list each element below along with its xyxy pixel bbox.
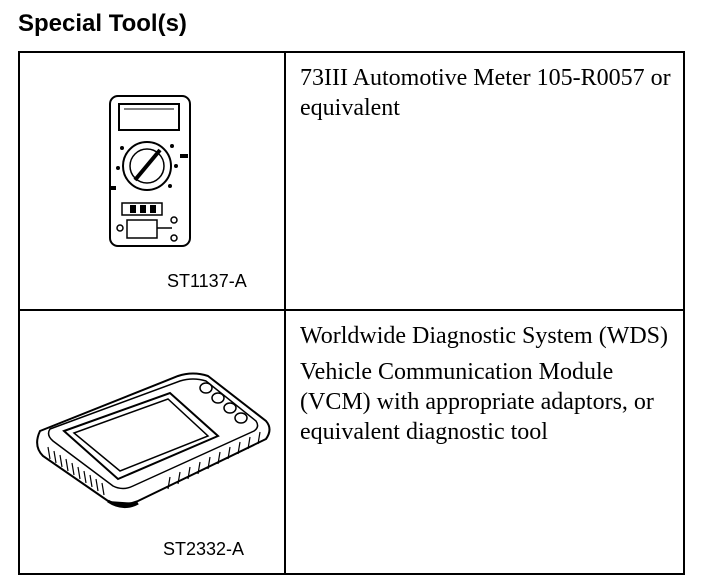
tool-image-cell: ST1137-A — [20, 53, 286, 309]
multimeter-illustration — [109, 95, 191, 247]
tool-image-cell: ST2332-A — [20, 311, 286, 575]
description-line: Worldwide Diagnostic System (WDS) — [300, 323, 669, 349]
section-heading: Special Tool(s) — [18, 10, 187, 37]
tool-description: Worldwide Diagnostic System (WDS) Vehicl… — [300, 321, 675, 453]
description-line: Vehicle Communication Module (VCM) with … — [300, 359, 654, 445]
tool-row-wds: ST2332-A Worldwide Diagnostic System (WD… — [20, 311, 683, 575]
figure-label: ST1137-A — [167, 271, 247, 291]
tool-row-meter: ST1137-A 73III Automotive Meter 105-R005… — [20, 53, 683, 311]
diagnostic-tablet-illustration — [36, 372, 271, 508]
special-tools-table: ST1137-A 73III Automotive Meter 105-R005… — [18, 51, 685, 575]
description-line: 73III Automotive Meter 105-R0057 or equi… — [300, 65, 671, 121]
tool-description: 73III Automotive Meter 105-R0057 or equi… — [300, 63, 675, 129]
figure-label: ST2332-A — [163, 539, 245, 559]
